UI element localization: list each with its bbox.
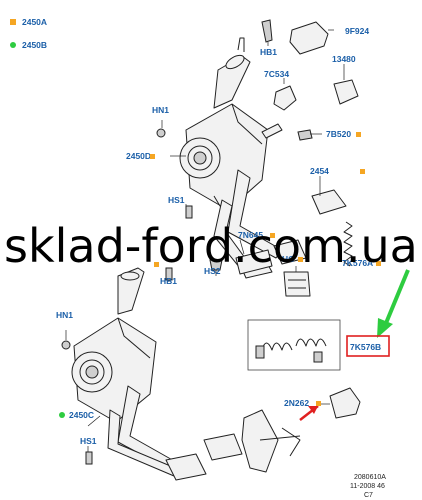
callout-9f924: 9F924: [345, 26, 369, 36]
legend-dot-marker: [10, 42, 16, 48]
marker-dot-2450c: [59, 412, 65, 418]
brake-pedal-pad-lower: [165, 453, 207, 481]
callout-2450d: 2450D: [126, 151, 151, 161]
spring-coil-right: [295, 338, 327, 347]
legend-label-2450b: 2450B: [22, 40, 47, 50]
callout-7k576b: 7K576B: [350, 342, 381, 352]
callout-13480: 13480: [332, 54, 356, 64]
callout-hs2: HS2: [204, 266, 221, 276]
callout-hs1-bottom: HS1: [80, 436, 97, 446]
spring-coil-left: [261, 342, 293, 351]
drawing-code: 2080610A 11-2008 46 C7: [350, 474, 386, 499]
legend-square-marker: [10, 19, 16, 25]
bolt-hb1-top: [261, 19, 273, 43]
return-spring: [343, 221, 353, 267]
clip-hc: [283, 271, 311, 297]
screw-hs1-bottom: [85, 451, 93, 465]
callout-hb1-top: HB1: [260, 47, 277, 57]
clip-7b520: [297, 129, 313, 141]
footer-code-line2: 11-2008 46: [350, 483, 385, 490]
footer-code-line1: 2080610A: [354, 474, 386, 481]
marker-square-hb1: [154, 262, 159, 267]
nut-hn1-top: [156, 128, 166, 138]
callout-2454: 2454: [310, 166, 329, 176]
spring-detail-box: [247, 319, 341, 371]
marker-square-7n645: [270, 233, 275, 238]
marker-square-2n262: [316, 401, 321, 406]
clutch-pedal-pad-lower: [203, 433, 243, 461]
pedal-pad-2454: [311, 189, 347, 215]
label-markers: [59, 132, 381, 418]
switch-13480: [333, 79, 359, 105]
marker-square-7k576a: [376, 261, 381, 266]
highlight-box-7k576b: [346, 335, 390, 357]
screw-hs2: [209, 259, 223, 271]
lower-pedal-assembly: [61, 267, 361, 481]
sensor-9f924: [289, 21, 329, 55]
pedal-position-sensor: [241, 409, 279, 473]
marker-square-7b520: [356, 132, 361, 137]
callout-labels: HB1 9F924 7C534 13480 HN1 7B520 2450D 24…: [56, 26, 381, 446]
marker-square-hc: [298, 257, 303, 262]
callout-hb1-mid: HB1: [160, 276, 177, 286]
green-arrowhead: [377, 318, 393, 338]
bolt-hb1-mid: [165, 267, 173, 281]
callout-hc: HC: [282, 254, 294, 264]
switch-2n262: [329, 387, 361, 419]
legend-label-2450a: 2450A: [22, 17, 47, 27]
screw-hs1-top: [185, 205, 193, 219]
callout-hn1-bottom: HN1: [56, 310, 73, 320]
callout-7n645: 7N645: [238, 230, 263, 240]
callout-2n262: 2N262: [284, 398, 309, 408]
callout-hs1-top: HS1: [168, 195, 185, 205]
upper-pedal-assembly: [156, 19, 359, 297]
callout-7k576a: 7K576A: [342, 258, 373, 268]
callout-7b520: 7B520: [326, 129, 351, 139]
green-pointer-arrow: [382, 269, 410, 329]
legend: 2450A 2450B: [10, 17, 47, 50]
callout-hn1-top: HN1: [152, 105, 169, 115]
bracket-7n645: [235, 249, 273, 275]
watermark: sklad-ford.com.ua: [4, 219, 418, 273]
marker-square-2450d: [150, 154, 155, 159]
footer-code-line3: C7: [364, 492, 373, 499]
callout-7c534: 7C534: [264, 69, 289, 79]
callout-2450c: 2450C: [69, 410, 94, 420]
marker-square-2454: [360, 169, 365, 174]
leader-lines: [65, 29, 351, 452]
nut-hn1-bottom: [61, 340, 71, 350]
switch-7c534: [273, 85, 297, 111]
